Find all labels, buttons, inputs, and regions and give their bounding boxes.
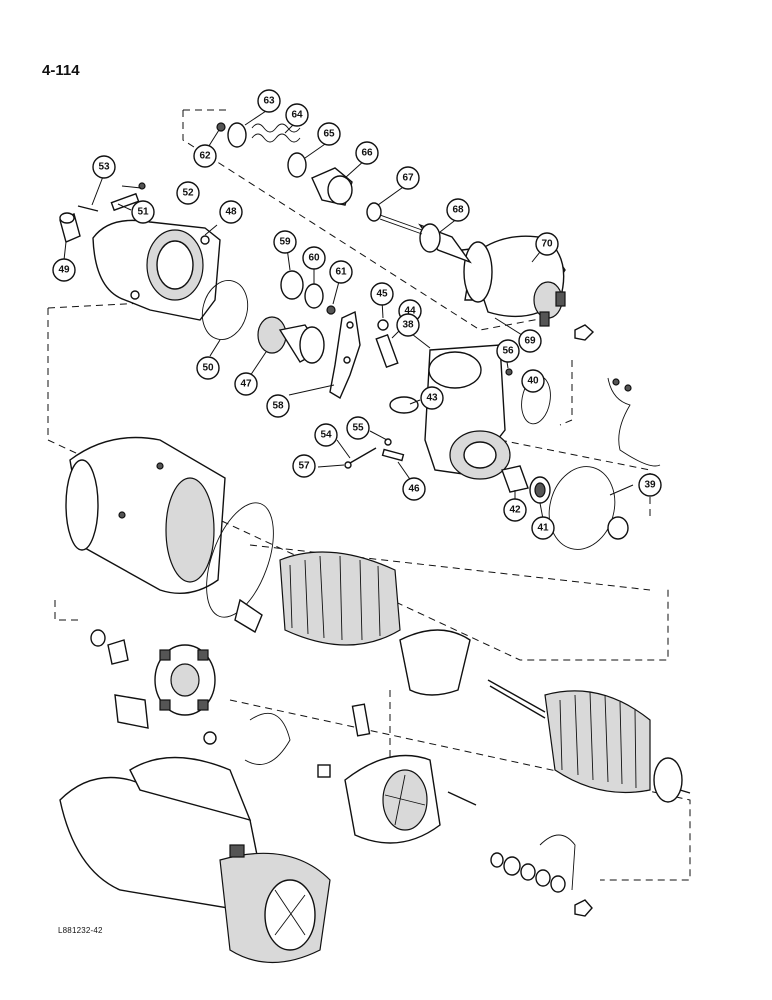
svg-text:49: 49 [58, 265, 70, 276]
callout-52: 52 [176, 181, 200, 205]
callout-46: 46 [402, 477, 426, 501]
callout-63: 63 [257, 89, 281, 113]
pole-shoe-right [399, 629, 471, 696]
o-ring-50 [201, 280, 249, 340]
callout-47: 47 [234, 372, 258, 396]
svg-text:56: 56 [502, 346, 514, 357]
page-number: 4-114 [42, 62, 80, 79]
callout-48: 48 [219, 200, 243, 224]
svg-text:58: 58 [272, 401, 284, 412]
callout-64: 64 [285, 103, 309, 127]
svg-text:43: 43 [426, 393, 438, 404]
pole-shoe-left [234, 598, 263, 634]
svg-text:63: 63 [263, 96, 275, 107]
svg-text:57: 57 [298, 461, 310, 472]
terminal-plate [317, 764, 331, 778]
svg-text:59: 59 [279, 237, 291, 248]
drive-housing [92, 219, 221, 321]
callout-43: 43 [420, 386, 444, 410]
svg-text:66: 66 [361, 148, 373, 159]
callout-61: 61 [329, 260, 353, 284]
pin-set [344, 438, 405, 469]
armature [487, 679, 691, 803]
lever-housing [424, 344, 513, 480]
svg-text:65: 65 [323, 129, 335, 140]
callout-51: 51 [131, 200, 155, 224]
callout-53: 53 [92, 155, 116, 179]
svg-text:53: 53 [98, 162, 110, 173]
svg-text:69: 69 [524, 336, 536, 347]
svg-text:52: 52 [182, 188, 194, 199]
callout-55: 55 [346, 416, 370, 440]
washer-43 [389, 396, 419, 414]
callout-49: 49 [52, 258, 76, 282]
callout-69: 69 [518, 329, 542, 353]
svg-text:68: 68 [452, 205, 464, 216]
callout-42: 42 [503, 498, 527, 522]
svg-text:39: 39 [644, 480, 656, 491]
callout-54: 54 [314, 423, 338, 447]
callout-65: 65 [317, 122, 341, 146]
frame-gasket [206, 502, 274, 618]
callout-57: 57 [292, 454, 316, 478]
svg-text:47: 47 [240, 379, 252, 390]
plunger-spring-set [216, 122, 382, 222]
lever-pin [375, 319, 399, 369]
lead-wire [607, 377, 661, 467]
callout-67: 67 [396, 166, 420, 190]
svg-text:45: 45 [376, 289, 388, 300]
drive-washers [280, 270, 336, 315]
callout-62: 62 [193, 144, 217, 168]
field-frame [65, 436, 226, 594]
solenoid [461, 235, 595, 341]
drawing-code: L881232-42 [58, 926, 103, 935]
svg-text:51: 51 [137, 207, 149, 218]
svg-text:46: 46 [408, 484, 420, 495]
brush-spring [351, 703, 371, 737]
bearing-set [501, 465, 551, 504]
svg-text:44: 44 [404, 306, 416, 317]
svg-text:61: 61 [335, 267, 347, 278]
callout-56: 56 [496, 339, 520, 363]
callout-50: 50 [196, 356, 220, 380]
callout-60: 60 [302, 246, 326, 270]
svg-text:70: 70 [541, 239, 553, 250]
callout-40: 40 [521, 369, 545, 393]
callout-68: 68 [446, 198, 470, 222]
svg-text:54: 54 [320, 430, 332, 441]
callout-66: 66 [355, 141, 379, 165]
svg-text:41: 41 [537, 523, 549, 534]
plunger [379, 214, 472, 264]
svg-text:60: 60 [308, 253, 320, 264]
svg-text:40: 40 [527, 376, 539, 387]
svg-text:38: 38 [402, 320, 414, 331]
callout-41: 41 [531, 516, 555, 540]
o-ring-39 [548, 466, 629, 550]
drive-pinion [257, 316, 325, 364]
shift-lever [329, 310, 361, 400]
svg-text:48: 48 [225, 207, 237, 218]
field-coils [279, 551, 401, 646]
commutator-end-frame [344, 754, 477, 844]
brush-plate [90, 629, 217, 745]
callout-70: 70 [535, 232, 559, 256]
callout-58: 58 [266, 394, 290, 418]
svg-text:55: 55 [352, 423, 364, 434]
housing-small-parts [59, 182, 146, 243]
svg-text:67: 67 [402, 173, 414, 184]
callout-45: 45 [370, 282, 394, 306]
svg-text:64: 64 [291, 110, 303, 121]
callout-59: 59 [273, 230, 297, 254]
terminal-hardware [490, 834, 593, 917]
callout-39: 39 [638, 473, 662, 497]
svg-text:50: 50 [202, 363, 214, 374]
callout-38: 38 [396, 313, 420, 337]
svg-text:62: 62 [199, 151, 211, 162]
assembled-starter [59, 756, 331, 964]
spring-clip [244, 712, 291, 765]
svg-text:42: 42 [509, 505, 521, 516]
